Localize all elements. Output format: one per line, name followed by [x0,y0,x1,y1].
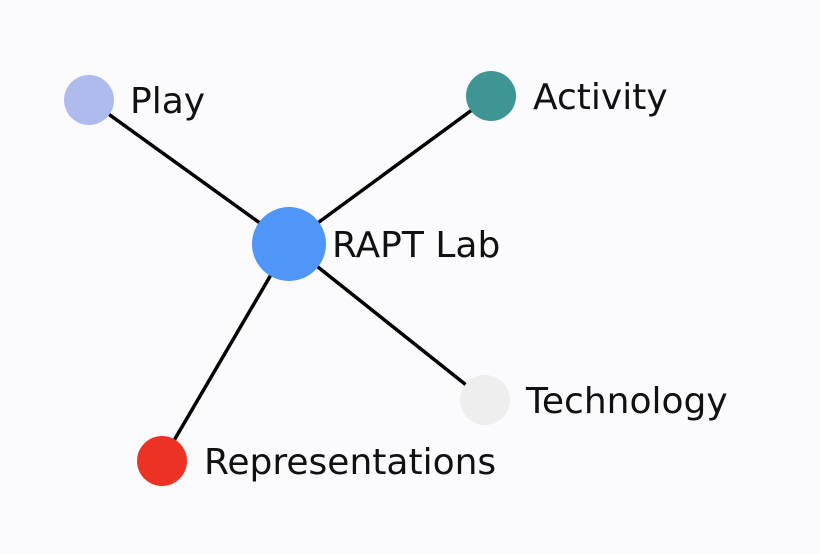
node-activity[interactable] [466,71,516,121]
edge-play [87,98,291,246]
edge-activity [287,94,493,246]
edge-technology [287,242,487,402]
node-play[interactable] [64,75,114,125]
node-center-rapt-lab[interactable] [252,207,326,281]
edge-representations [160,243,291,462]
edges [87,94,493,462]
node-representations[interactable] [137,436,187,486]
label-representations: Representations [204,442,496,483]
label-activity: Activity [533,77,668,118]
nodes [64,71,516,486]
labels: Play Activity Technology Representations… [130,77,728,483]
label-center-rapt-lab: RAPT Lab [332,225,500,266]
label-technology: Technology [525,381,728,422]
label-play: Play [130,81,205,122]
node-technology[interactable] [460,375,510,425]
